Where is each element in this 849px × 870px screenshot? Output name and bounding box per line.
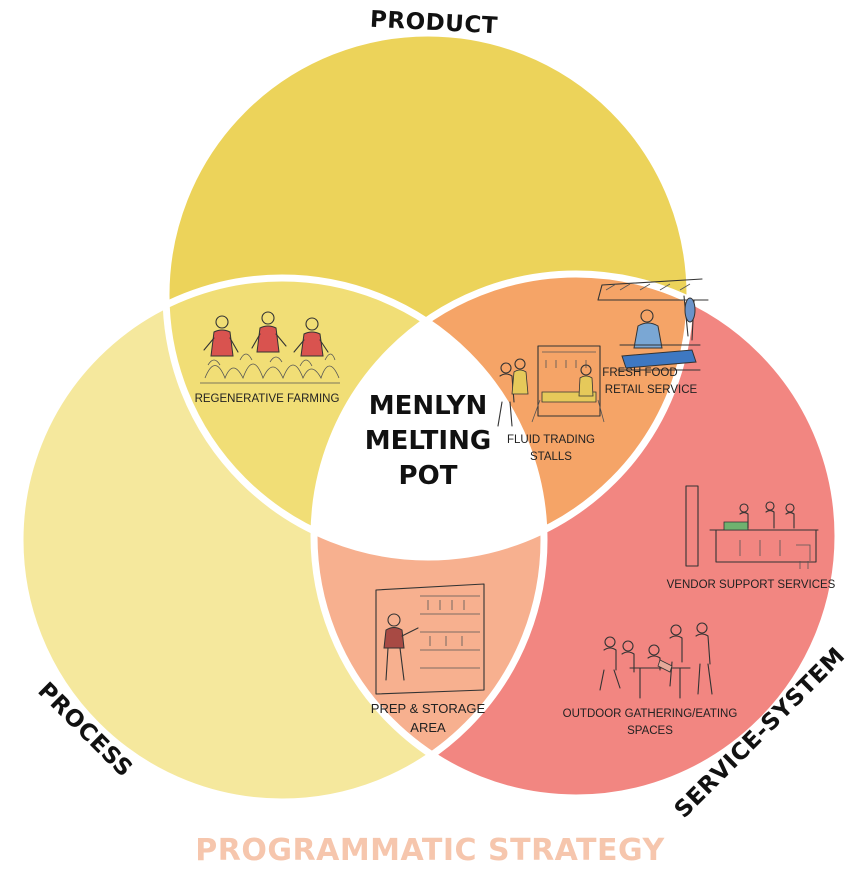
center-overlap <box>314 278 544 557</box>
fluid-trading-label-line2: STALLS <box>530 451 572 463</box>
vendor-support-label: VENDOR SUPPORT SERVICES <box>667 579 836 591</box>
people-eating-sketch <box>599 622 713 699</box>
farmers-sketch <box>200 311 340 384</box>
footer-title: PROGRAMMATIC STRATEGY <box>195 833 665 865</box>
fish-market-sketch <box>597 278 709 371</box>
center-title-line3: POT <box>399 461 458 491</box>
trading-stall-sketch <box>497 345 605 427</box>
storage-shelf-sketch <box>375 583 485 695</box>
fluid-trading-label-line1: FLUID TRADING <box>507 434 595 446</box>
kitchen-sketch <box>685 485 819 569</box>
fresh-food-label-line1: FRESH FOOD <box>602 367 677 379</box>
outdoor-label-line2: SPACES <box>627 725 673 737</box>
prep-storage-label-line2: AREA <box>410 720 446 735</box>
center-title-line1: MENLYN <box>369 391 488 421</box>
fresh-food-label-line2: RETAIL SERVICE <box>605 384 698 396</box>
prep-storage-label-line1: PREP & STORAGE <box>371 701 486 716</box>
outdoor-label-line1: OUTDOOR GATHERING/EATING <box>563 708 738 720</box>
regenerative-farming-label: REGENERATIVE FARMING <box>195 393 340 405</box>
center-title-line2: MELTING <box>365 426 491 456</box>
